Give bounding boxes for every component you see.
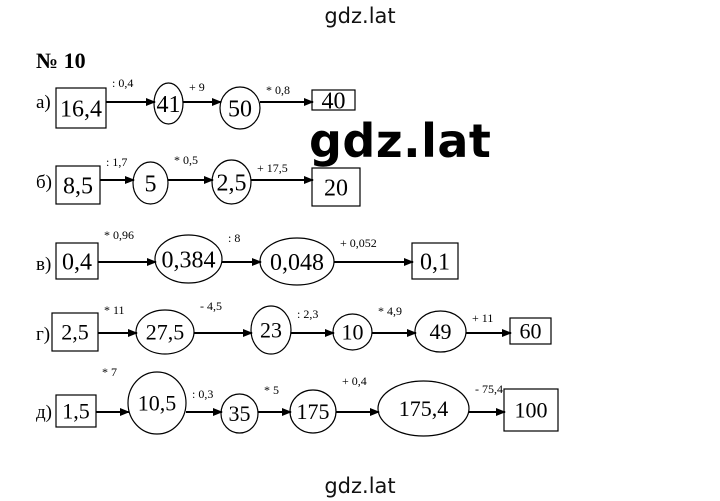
operation-label: * 0,8	[266, 83, 290, 97]
watermark-center: gdz.lat	[309, 114, 492, 168]
step-value: 10	[342, 320, 364, 345]
step-value: 10,5	[138, 391, 177, 416]
chain-row: в) 0,4 * 0,96 0,384 : 8 0,048 + 0,052 0,1	[36, 228, 459, 286]
operation-label: : 1,7	[106, 155, 127, 169]
operation-label: + 0,4	[342, 374, 367, 388]
operation-label: * 7	[102, 365, 117, 379]
operation-label: : 0,3	[192, 387, 213, 401]
step-value: 0,384	[162, 247, 216, 273]
operation-label: * 4,9	[378, 304, 402, 318]
operation-label: : 8	[228, 231, 240, 245]
row-label: г)	[36, 324, 50, 345]
result-box	[503, 388, 559, 432]
operation-label: + 11	[472, 311, 493, 325]
problem-number: № 10	[36, 48, 86, 73]
step-value: 100	[515, 398, 548, 423]
operation-label: * 0,5	[174, 153, 198, 167]
operation-label: * 5	[264, 383, 279, 397]
value-ellipse	[377, 380, 470, 437]
step-value: 20	[324, 175, 348, 201]
watermark-top: gdz.lat	[324, 4, 396, 28]
watermark-bottom: gdz.lat	[324, 474, 396, 498]
operation-label: + 17,5	[257, 161, 288, 175]
value-ellipse	[132, 161, 169, 205]
row-label: б)	[36, 172, 52, 193]
result-box	[311, 89, 356, 111]
step-value: 50	[228, 96, 252, 122]
operation-label: * 11	[104, 303, 125, 317]
value-ellipse	[220, 393, 259, 434]
start-value: 16,4	[60, 96, 102, 122]
step-value: 49	[430, 319, 452, 344]
step-value: 23	[260, 318, 282, 343]
operation-label: - 75,4	[475, 382, 503, 396]
step-value: 175,4	[399, 396, 449, 421]
step-value: 0,048	[270, 250, 324, 276]
step-value: 35	[229, 401, 251, 426]
step-value: 2,5	[217, 170, 247, 196]
chain-row: а) 16,4 : 0,4 41 + 9 50 * 0,8 40	[36, 76, 356, 130]
start-value: 2,5	[61, 320, 89, 345]
value-ellipse	[127, 371, 187, 435]
step-value: 5	[145, 171, 157, 197]
operation-label: + 9	[189, 80, 205, 94]
operation-label: : 0,4	[112, 76, 133, 90]
value-ellipse	[153, 82, 184, 125]
step-value: 60	[520, 319, 542, 344]
step-value: 40	[322, 88, 346, 114]
result-box	[311, 167, 361, 207]
operation-label: + 0,052	[340, 236, 377, 250]
start-value: 8,5	[63, 173, 93, 199]
start-value: 0,4	[62, 249, 92, 275]
result-box	[411, 242, 459, 280]
chain-row: д) 1,5 * 7 10,5 : 0,3 35 * 5 175 + 0,4 175,4 - 75,…	[36, 365, 559, 437]
start-box	[55, 165, 101, 205]
operation-label: : 2,3	[297, 307, 318, 321]
operation-label: - 4,5	[200, 299, 222, 313]
value-ellipse	[219, 86, 261, 130]
row-label: а)	[36, 92, 51, 113]
value-ellipse	[154, 234, 223, 284]
step-value: 27,5	[146, 320, 185, 345]
start-box	[55, 87, 107, 129]
value-ellipse	[250, 305, 292, 355]
chain-row: б) 8,5 : 1,7 5 * 0,5 2,5 + 17,5 20	[36, 153, 361, 207]
operation-label: * 0,96	[104, 228, 134, 242]
row-label: в)	[36, 254, 51, 275]
step-value: 0,1	[420, 249, 450, 275]
value-ellipse	[414, 310, 467, 353]
chain-row: г) 2,5 * 11 27,5 - 4,5 23 : 2,3 10 * 4,9 49 + 11 60	[36, 299, 552, 355]
row-label: д)	[36, 402, 52, 423]
start-value: 1,5	[62, 399, 90, 424]
step-value: 41	[157, 92, 181, 118]
result-box	[509, 317, 552, 345]
value-ellipse	[211, 159, 252, 205]
step-value: 175	[297, 399, 330, 424]
